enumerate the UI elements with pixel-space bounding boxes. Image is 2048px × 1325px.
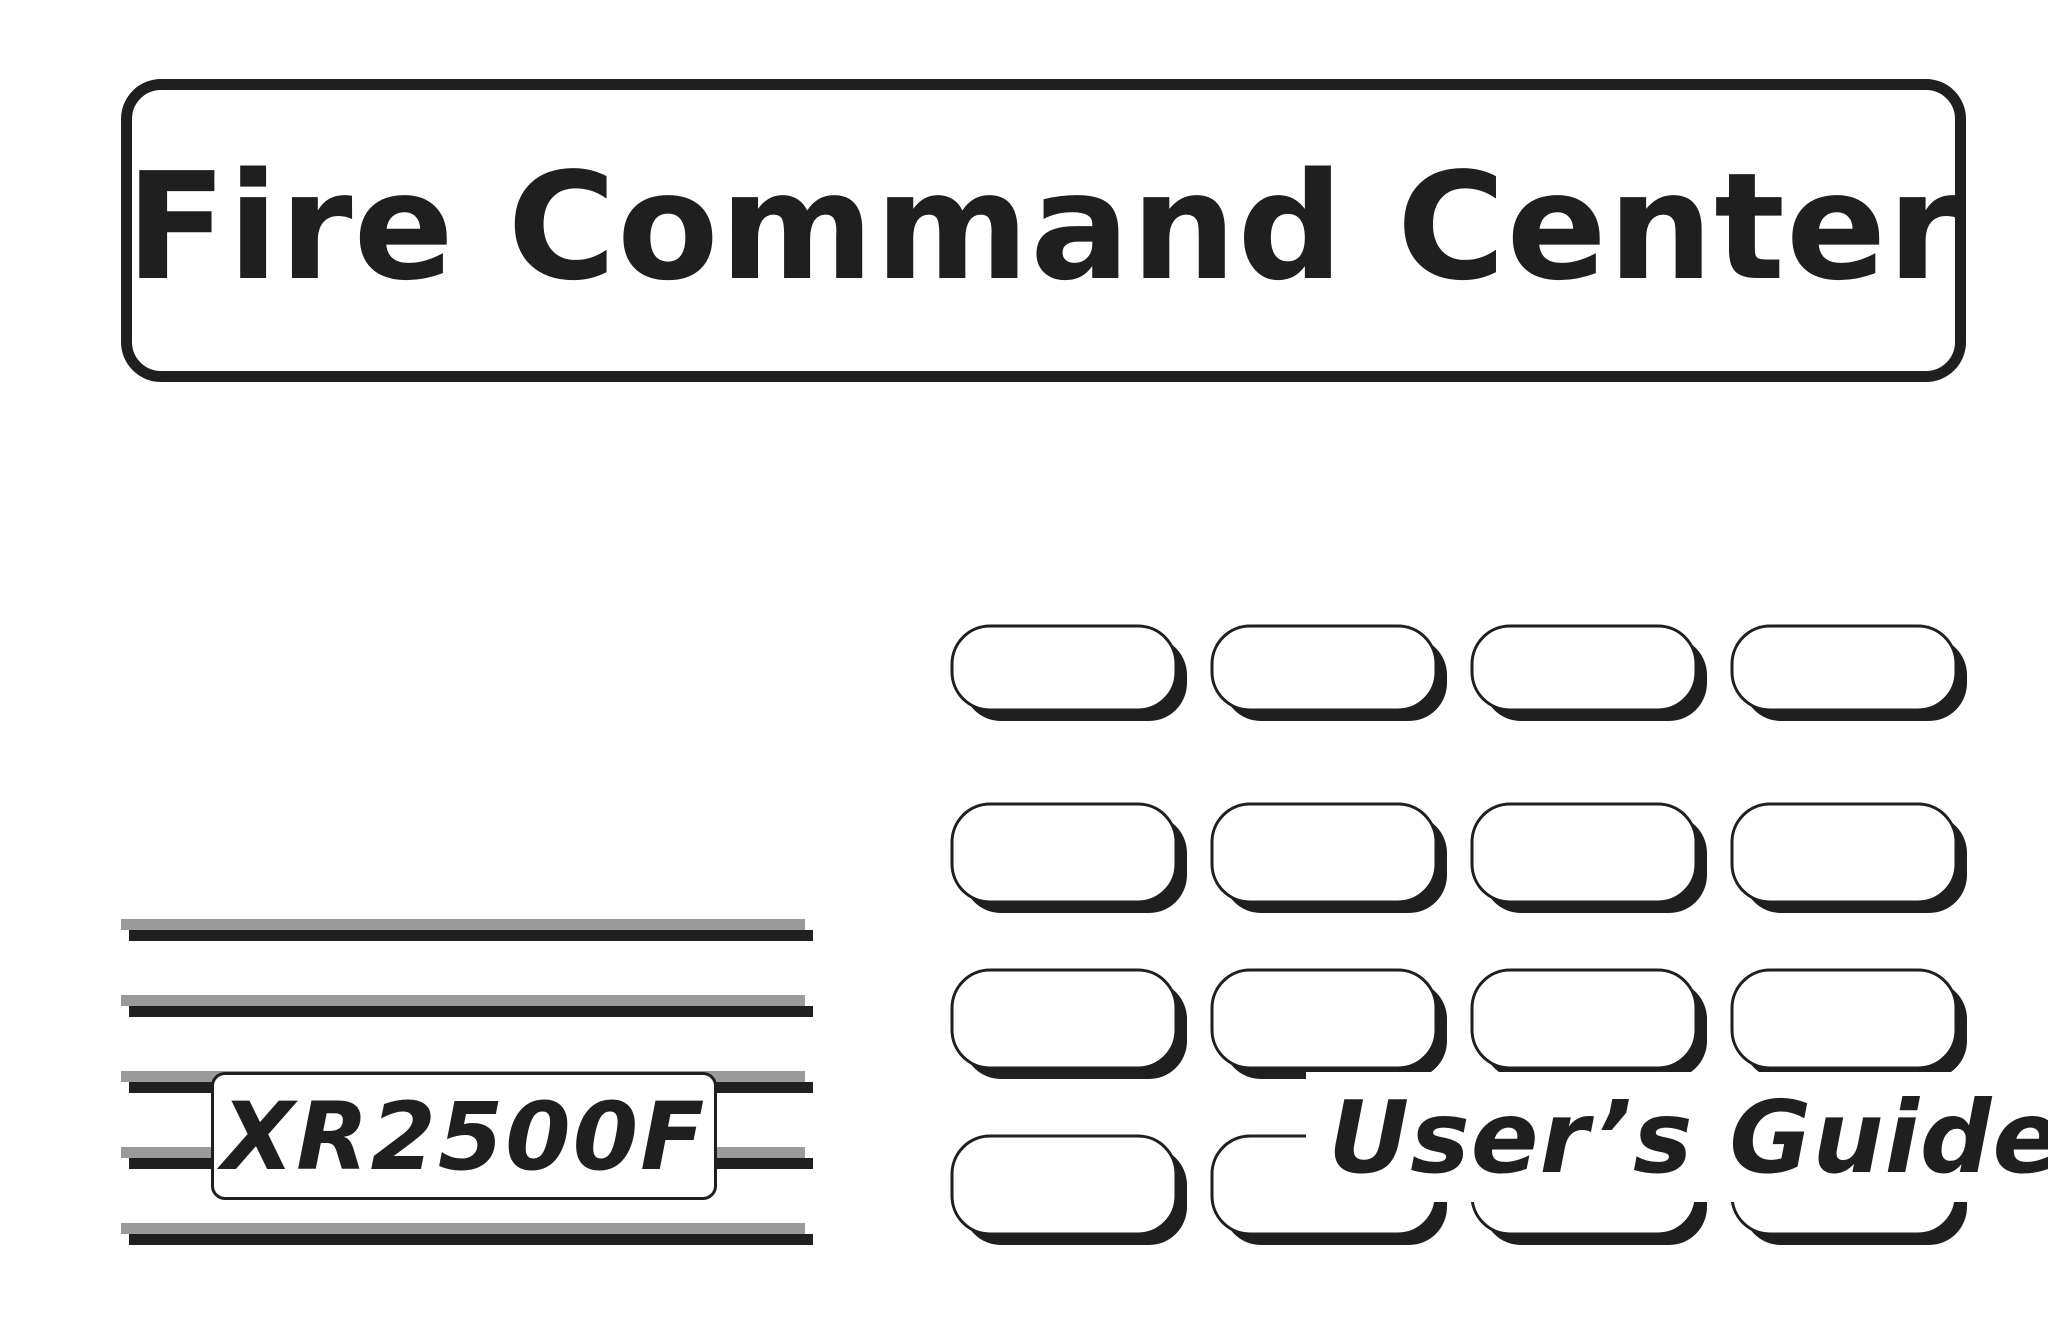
model-badge: XR2500F <box>211 1072 717 1200</box>
keypad-button-r4-c1 <box>950 1134 1187 1245</box>
keypad-button-r2-c4 <box>1730 802 1967 913</box>
document-title: Fire Command Center <box>125 140 1962 313</box>
keypad-button-r1-c2 <box>1210 624 1447 721</box>
guide-title: User’s Guide <box>1328 1078 2048 1196</box>
keypad-button-r2-c1 <box>950 802 1187 913</box>
keypad-button-r2-c3 <box>1470 802 1707 913</box>
keypad-button-r3-c2 <box>1210 968 1447 1079</box>
guide-label: User’s Guide <box>1306 1072 2048 1202</box>
keypad-button-r1-c3 <box>1470 624 1707 721</box>
keypad-button-r1-c1 <box>950 624 1187 721</box>
keypad-button-r3-c1 <box>950 968 1187 1079</box>
keypad-button-r2-c2 <box>1210 802 1447 913</box>
keypad-button-r1-c4 <box>1730 624 1967 721</box>
model-name: XR2500F <box>221 1082 707 1192</box>
title-frame: Fire Command Center <box>121 79 1966 382</box>
keypad-button-r3-c4 <box>1730 968 1967 1079</box>
keypad-button-r3-c3 <box>1470 968 1707 1079</box>
